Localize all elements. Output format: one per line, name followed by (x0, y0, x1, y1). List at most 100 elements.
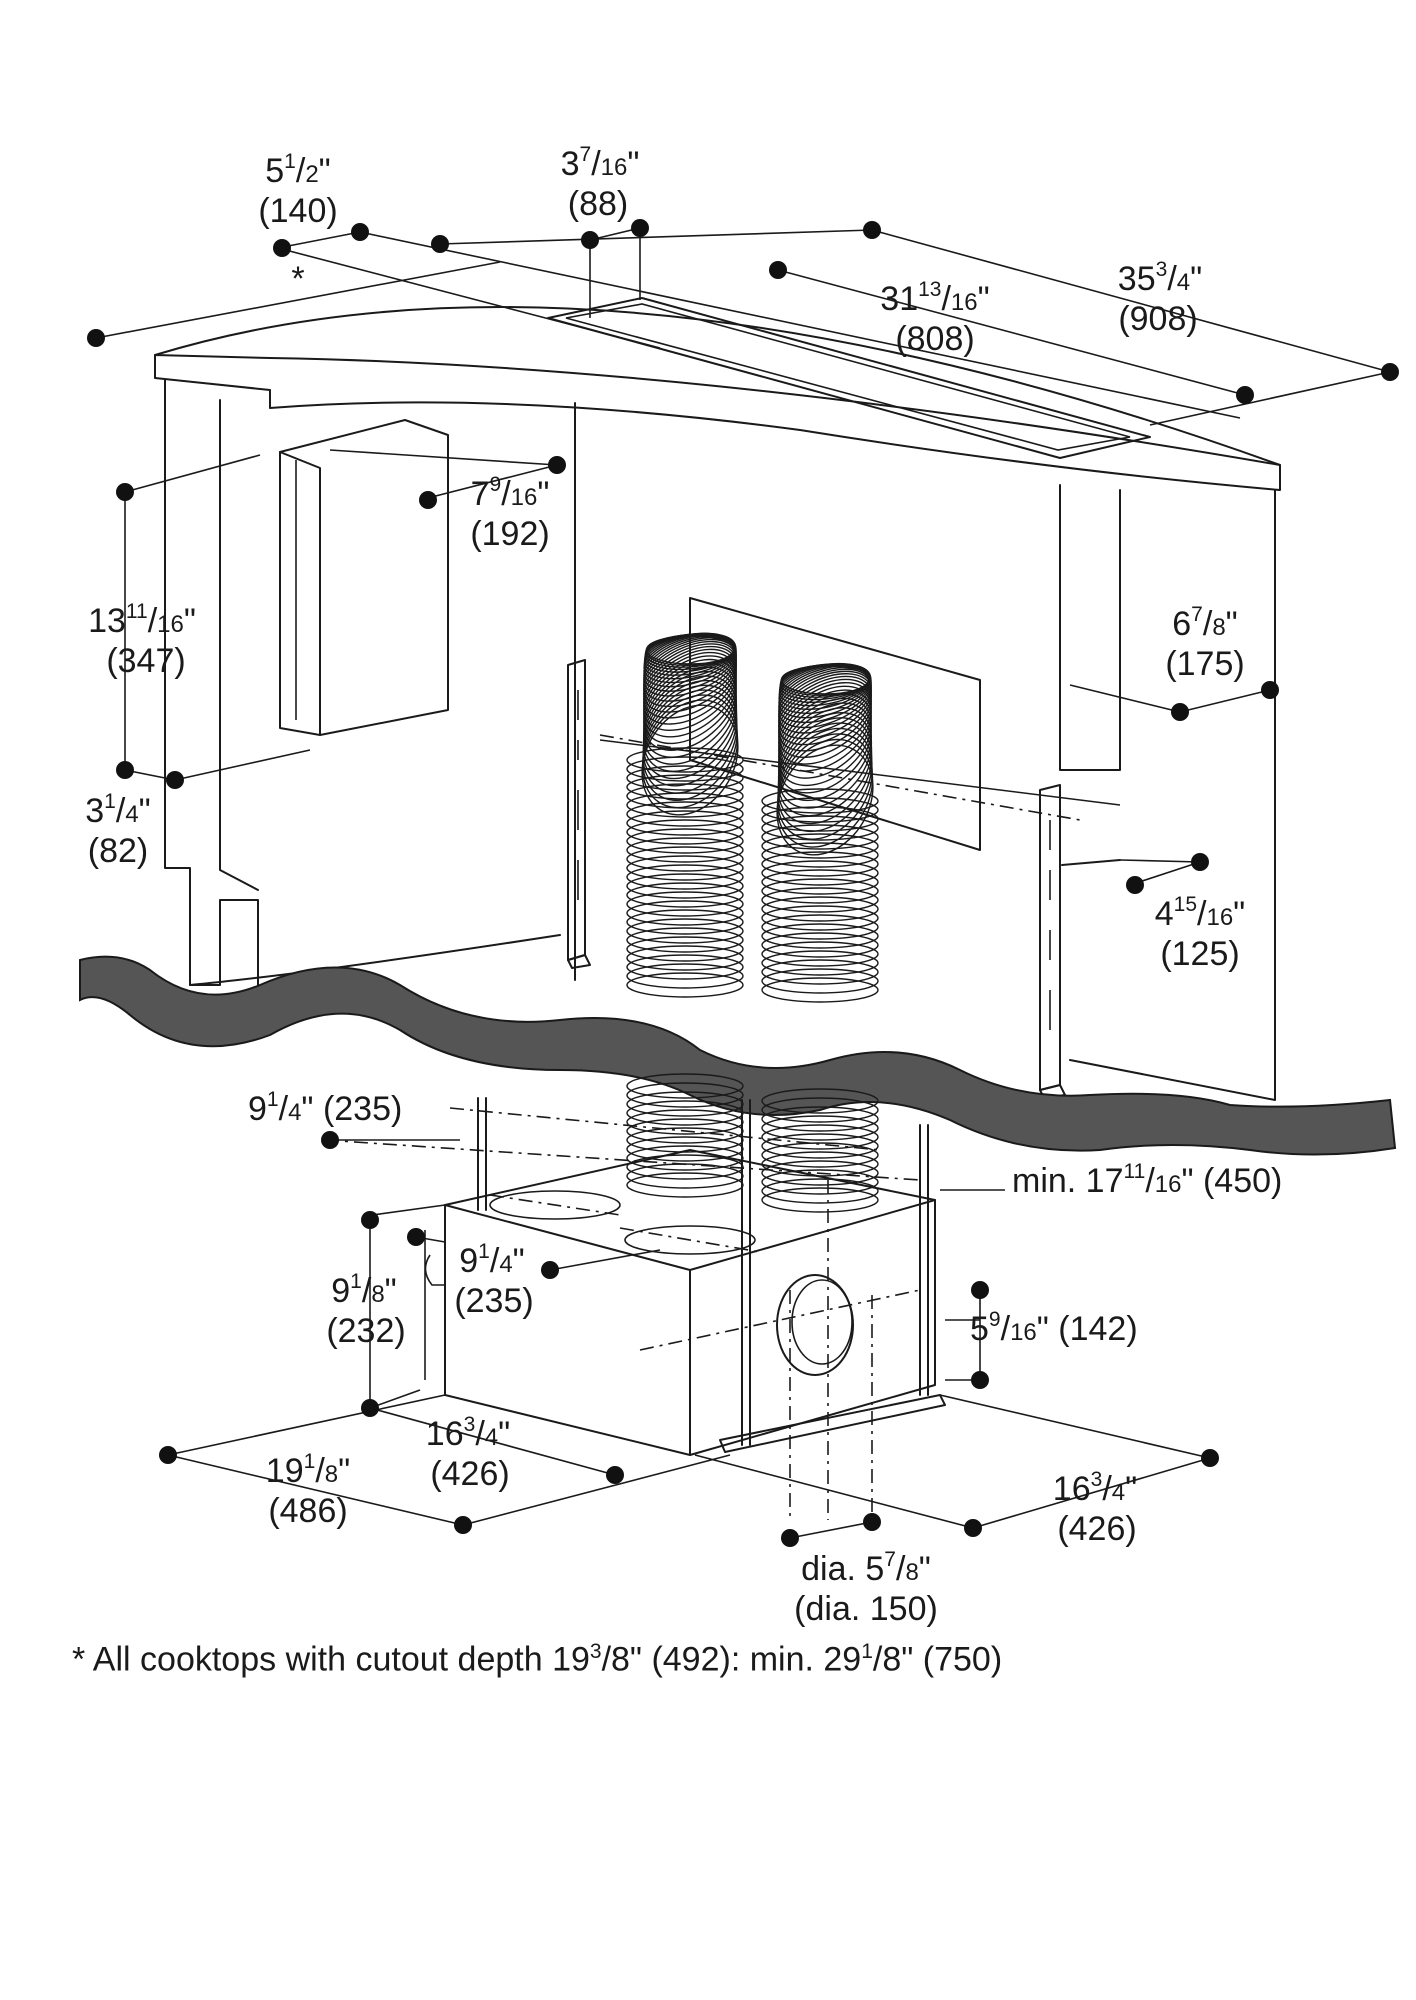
dim-mm-16: (486) (268, 1492, 347, 1530)
duct-ring (761, 815, 879, 841)
duct-ring (761, 932, 879, 958)
duct-ring (626, 891, 744, 917)
dim-label-2: 37/16" (561, 143, 640, 183)
duct-elbow-ring (642, 694, 738, 802)
duct-elbow-ring (777, 722, 873, 825)
dim-label-13: 91/8" (331, 1270, 397, 1310)
center-lines (324, 1107, 921, 1520)
duct-ring (626, 945, 744, 971)
duct-ring (761, 788, 879, 814)
duct-ring (761, 914, 879, 940)
duct-elbow-ring (641, 699, 739, 809)
dim-mm-13: (232) (326, 1312, 405, 1350)
duct-ring (626, 936, 744, 962)
duct-ring (761, 1106, 879, 1132)
duct-ring (626, 927, 744, 953)
dim-label-8: 67/8" (1172, 603, 1238, 643)
dim-label-9: 415/16" (1155, 893, 1246, 933)
duct-ring (626, 873, 744, 899)
duct-elbow-ring (778, 702, 872, 794)
threaded-rods (477, 1097, 929, 1446)
dim-label-4: 353/4" (1118, 258, 1202, 298)
flex-duct-right (761, 662, 879, 1003)
duct-elbow-ring (642, 679, 738, 780)
dim-mm-9: (125) (1160, 935, 1239, 973)
dim-mm-4: (908) (1118, 300, 1197, 338)
blower-box (424, 1149, 946, 1456)
duct-ring (761, 824, 879, 850)
duct-ring (626, 900, 744, 926)
duct-ring (626, 810, 744, 836)
duct-ring (626, 846, 744, 872)
dim-label-15: 163/4" (426, 1413, 510, 1453)
duct-ring (761, 941, 879, 967)
duct-ring (761, 968, 879, 994)
dim-label-1: 51/2" (265, 150, 331, 190)
mounting-rail-right (1039, 784, 1066, 1099)
duct-ring (761, 1169, 879, 1195)
dim-mm-12: (235) (454, 1282, 533, 1320)
duct-ring (761, 842, 879, 868)
duct-ring (761, 1133, 879, 1159)
duct-ring (761, 959, 879, 985)
dim-mm-15: (426) (430, 1455, 509, 1493)
duct-elbow-ring (642, 670, 738, 765)
duct-ring (761, 1160, 879, 1186)
dim-mm-17: (426) (1057, 1510, 1136, 1548)
dim-label-3: 3113/16" (880, 278, 989, 318)
dim-label-17: 163/4" (1053, 1468, 1137, 1508)
duct-ring (626, 1082, 744, 1108)
duct-ring (761, 1097, 879, 1123)
duct-ring (626, 792, 744, 818)
dimension-labels: 51/2" (140) * 37/16" (88) 3113/16" (808)… (85, 143, 1282, 1628)
dim-mm-18: (dia. 150) (794, 1590, 938, 1628)
duct-ring (761, 1124, 879, 1150)
dim-mm-1: (140) (258, 192, 337, 230)
countertop (154, 306, 1281, 491)
dim-label-14: 59/16" (142) (970, 1308, 1138, 1348)
asterisk-marker: * (291, 260, 304, 298)
duct-ring (761, 833, 879, 859)
duct-elbow-ring (777, 707, 873, 802)
duct-ring (626, 882, 744, 908)
duct-ring (761, 905, 879, 931)
dim-label-7: 31/4" (85, 790, 151, 830)
duct-elbow-ring (777, 733, 873, 840)
footnote: * All cooktops with cutout depth 193/8" … (72, 1640, 1003, 1679)
duct-ring (761, 1115, 879, 1141)
dim-mm-3: (808) (895, 320, 974, 358)
duct-ring (626, 801, 744, 827)
duct-ring (761, 860, 879, 886)
motor-housing (279, 419, 449, 736)
duct-elbow-ring (642, 675, 738, 773)
dim-label-12: 91/4" (459, 1240, 525, 1280)
dim-label-10: 91/4" (235) (248, 1088, 402, 1128)
duct-ring (626, 819, 744, 845)
dim-mm-8: (175) (1165, 645, 1244, 683)
duct-elbow-ring (642, 684, 738, 787)
duct-ring (626, 864, 744, 890)
duct-ring (626, 909, 744, 935)
duct-ring (761, 1178, 879, 1204)
duct-ring (761, 878, 879, 904)
dim-label-5: 79/16" (471, 473, 550, 513)
duct-ring (761, 1142, 879, 1168)
duct-ring (626, 972, 744, 998)
duct-ring (761, 851, 879, 877)
duct-ring (761, 896, 879, 922)
duct-ring (626, 828, 744, 854)
duct-ring (626, 855, 744, 881)
dim-label-6: 1311/16" (88, 600, 196, 640)
vent-strip (547, 297, 1151, 459)
duct-ring (761, 977, 879, 1003)
duct-elbow-ring (642, 689, 738, 794)
dim-label-18: dia. 57/8" (801, 1548, 931, 1588)
dim-label-11: min. 1711/16" (450) (1012, 1160, 1282, 1200)
flex-duct-left (626, 632, 744, 998)
dim-mm-5: (192) (470, 515, 549, 553)
duct-ring (761, 887, 879, 913)
dim-mm-6: (347) (106, 642, 185, 680)
duct-ring (626, 837, 744, 863)
duct-elbow-ring (777, 711, 873, 809)
